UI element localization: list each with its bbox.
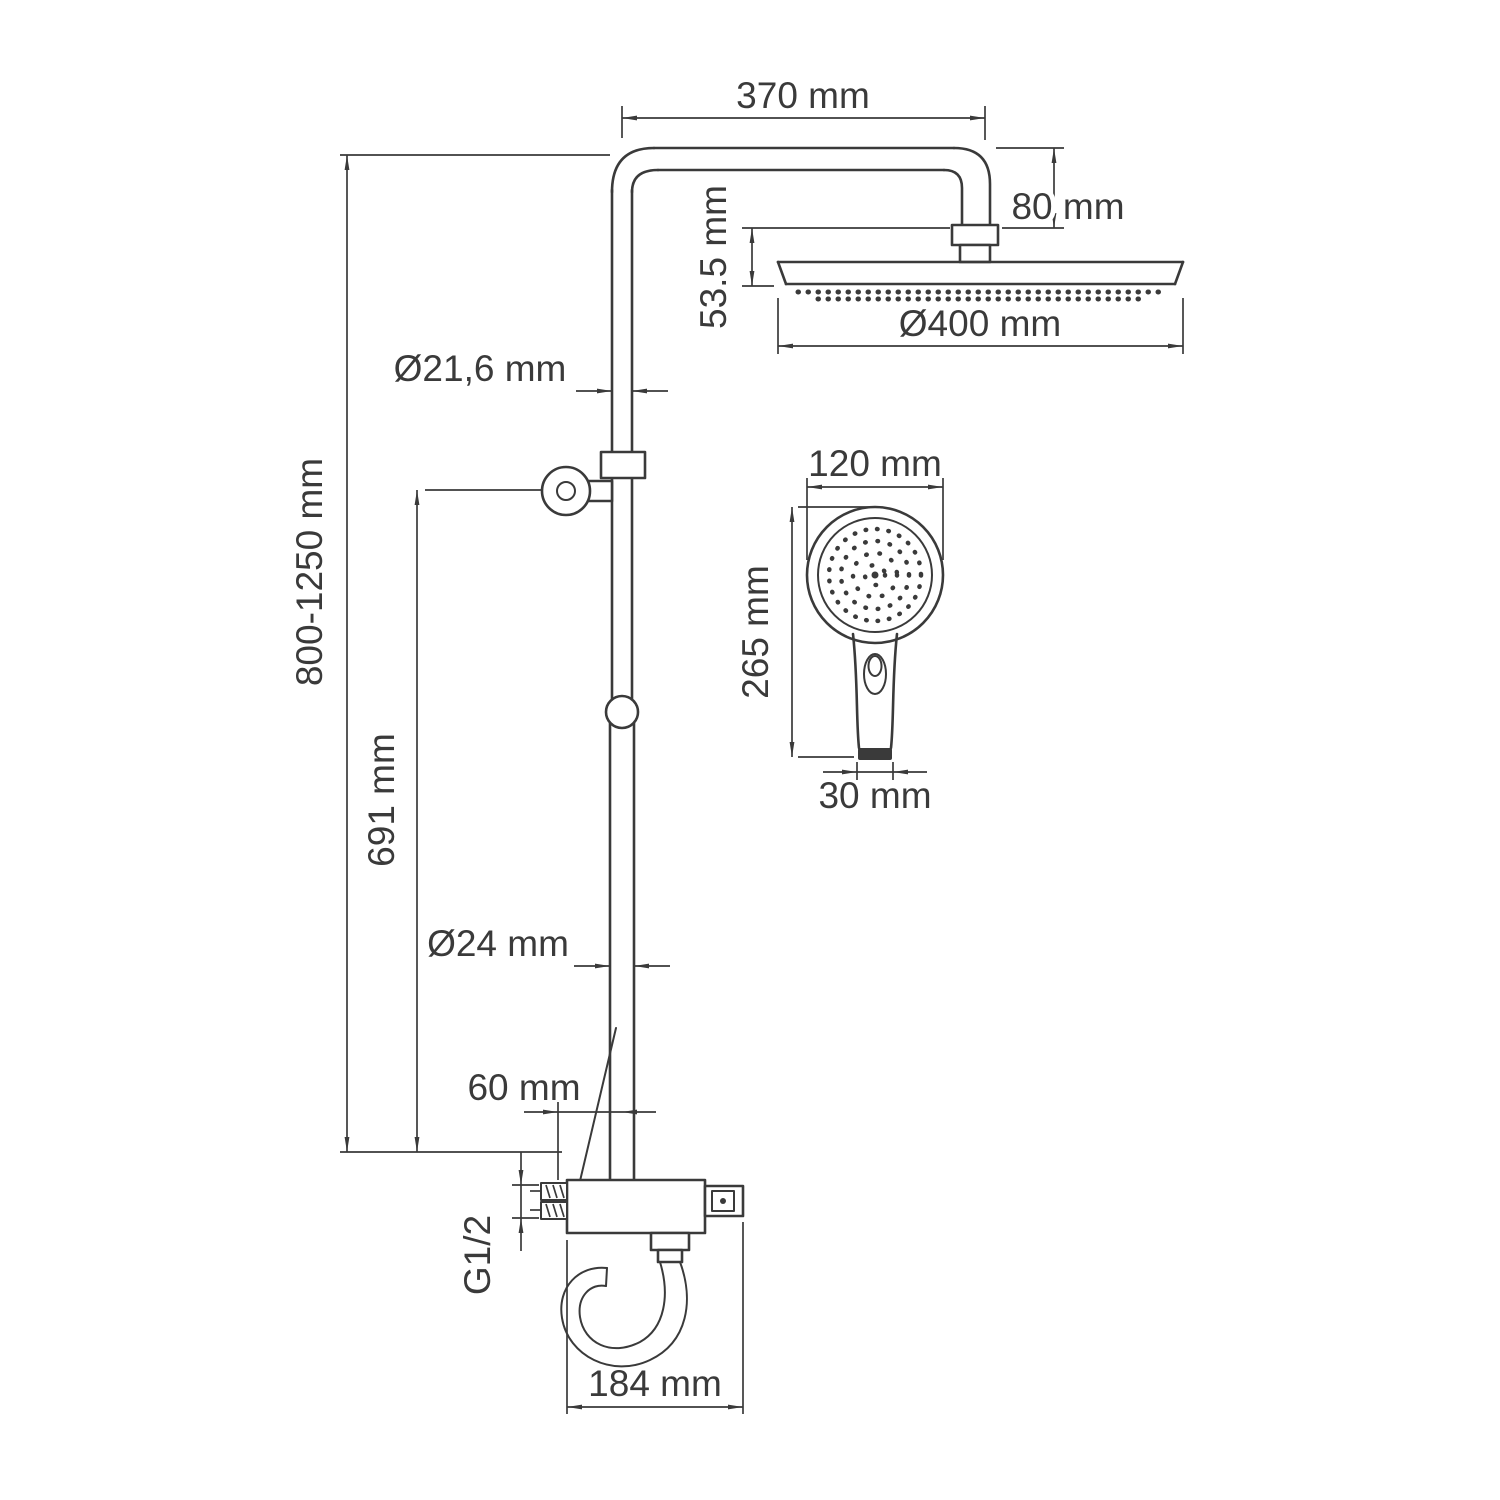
dim-pipe-to-body-offset: 60 mm	[467, 1067, 656, 1180]
mixer-handle-dot	[720, 1198, 726, 1204]
dim-arm-to-head-drop: 80 mm	[996, 147, 1130, 232]
dim-label-hand-shower-head-diameter: 120 mm	[808, 443, 942, 484]
knob-disc	[540, 465, 592, 517]
hand-shower-face-outer	[805, 505, 945, 645]
spray-dots-ring-2	[838, 538, 912, 612]
dim-hand-shower-length: 265 mm	[735, 506, 872, 758]
handle-end-cap	[858, 748, 892, 760]
handle-left-edge	[851, 632, 861, 750]
dim-label-arm-length: 370 mm	[736, 75, 870, 116]
dim-body-width: 184 mm	[566, 1222, 744, 1414]
dim-arm-length: 370 mm	[621, 75, 986, 140]
shower-column	[579, 146, 1000, 1182]
hose-end-cap	[605, 1267, 608, 1287]
spray-dots-ring-1	[826, 526, 924, 624]
mode-button-inner	[867, 655, 883, 677]
shower-holder-knob	[540, 450, 647, 517]
shower-hose	[560, 1261, 688, 1368]
dim-head-diameter: Ø400 mm	[777, 298, 1184, 354]
dim-column-section-height: 691 mm	[361, 489, 543, 1152]
head-connector-stem	[958, 243, 992, 264]
dim-head-assembly-height: 53.5 mm	[693, 185, 950, 329]
dim-hand-shower-head-diameter: 120 mm	[806, 443, 944, 560]
dim-inlet-thread: G1/2	[457, 1152, 539, 1295]
dim-upper-pipe-diameter: Ø21,6 mm	[394, 348, 668, 394]
spray-center-dot	[871, 571, 879, 579]
thermostatic-mixer-body	[530, 1178, 745, 1264]
dim-label-head-assembly-height: 53.5 mm	[693, 185, 734, 329]
spray-dots-ring-3	[850, 550, 900, 600]
hand-shower-face-inner	[817, 517, 933, 633]
mixer-body	[565, 1178, 707, 1235]
overhead-shower-head	[776, 260, 1185, 302]
dim-hand-shower-handle-width: 30 mm	[818, 762, 932, 816]
mixer-handle-face	[711, 1190, 735, 1212]
knob-center	[556, 481, 576, 501]
dim-label-hand-shower-handle-width: 30 mm	[818, 775, 931, 816]
dim-label-arm-to-head-drop: 80 mm	[1011, 186, 1124, 227]
dim-label-overall-height: 800-1250 mm	[289, 458, 330, 686]
column-clamp	[599, 450, 647, 480]
hand-shower	[805, 505, 945, 760]
hose-guide-line	[579, 1027, 617, 1182]
outlet-stub	[656, 1248, 684, 1264]
handle-right-edge	[889, 632, 899, 750]
dim-label-body-width: 184 mm	[588, 1363, 722, 1404]
dim-label-column-section-height: 691 mm	[361, 733, 402, 867]
height-adjuster-ring	[604, 694, 640, 730]
head-connector-nut	[950, 223, 1000, 247]
mode-button	[863, 653, 887, 695]
dim-label-pipe-to-body-offset: 60 mm	[467, 1067, 580, 1108]
dim-lower-pipe-diameter: Ø24 mm	[427, 923, 670, 969]
spray-dots-ring-4	[862, 562, 888, 588]
dim-label-lower-pipe-diameter: Ø24 mm	[427, 923, 569, 964]
dim-overall-height: 800-1250 mm	[289, 154, 610, 1153]
dim-label-hand-shower-length: 265 mm	[735, 565, 776, 699]
dim-label-upper-pipe-diameter: Ø21,6 mm	[394, 348, 567, 389]
outlet-nut	[649, 1231, 691, 1252]
dim-label-head-diameter: Ø400 mm	[899, 303, 1061, 344]
dim-label-inlet-thread: G1/2	[457, 1215, 498, 1295]
